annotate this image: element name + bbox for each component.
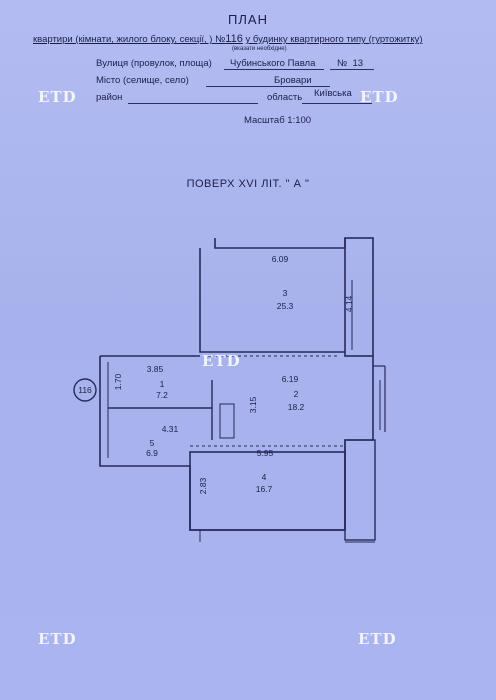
dim-room4-side: 2.83 bbox=[198, 477, 208, 494]
watermark-stamp: ETD bbox=[360, 88, 399, 106]
room4-num: 4 bbox=[262, 472, 267, 482]
wall-right-upper bbox=[344, 237, 374, 357]
apartment-line: квартири (кімнати, жилого блоку, секції,… bbox=[33, 33, 423, 45]
house-label: № bbox=[337, 58, 348, 69]
dim-left-side: 1.70 bbox=[113, 373, 123, 390]
room2-area: 18.2 bbox=[288, 402, 305, 412]
wall-room3 bbox=[199, 248, 345, 353]
dim-top: 6.09 bbox=[272, 254, 289, 264]
watermark-stamp: ETD bbox=[38, 630, 77, 648]
district-underline bbox=[128, 103, 258, 104]
room1-area: 7.2 bbox=[156, 390, 168, 400]
shaft bbox=[219, 403, 235, 439]
city-underline bbox=[206, 86, 330, 87]
region-underline bbox=[302, 103, 372, 104]
apartment-number: 116 bbox=[225, 33, 243, 45]
house-underline bbox=[330, 69, 374, 70]
wall-outer-left bbox=[99, 356, 345, 531]
dim-bottom-left: 4.31 bbox=[162, 424, 179, 434]
room5-num: 5 bbox=[150, 438, 155, 448]
dim-room4-top: 5.95 bbox=[257, 448, 274, 458]
document-title: ПЛАН bbox=[228, 12, 268, 27]
apartment-marker: 116 bbox=[78, 385, 92, 395]
watermark-stamp: ETD bbox=[38, 88, 77, 106]
region-value: Київська bbox=[314, 88, 352, 99]
watermark-stamp: ETD bbox=[358, 630, 397, 648]
street-label: Вулиця (провулок, площа) bbox=[96, 58, 212, 69]
house-value: 13 bbox=[352, 58, 364, 69]
floor-title: ПОВЕРХ XVI ЛІТ. " А " bbox=[186, 178, 310, 190]
line1-suffix: у будинку квартирного типу (гуртожитку) bbox=[245, 34, 423, 45]
dim-room1-top: 3.85 bbox=[147, 364, 164, 374]
line1-prefix: квартири (кімнати, жилого блоку, секції,… bbox=[33, 34, 226, 45]
dim-vertical: 3.15 bbox=[248, 396, 258, 413]
side-annex bbox=[344, 439, 376, 541]
region-label: область bbox=[267, 92, 303, 103]
house-number: № 13 bbox=[337, 58, 363, 69]
room1-num: 1 bbox=[160, 379, 165, 389]
scale-text: Масштаб 1:100 bbox=[244, 115, 312, 126]
wall-top bbox=[214, 238, 346, 249]
room3-area: 25.3 bbox=[277, 301, 294, 311]
dim-mid: 6.19 bbox=[282, 374, 299, 384]
city-value: Бровари bbox=[274, 75, 312, 86]
room4-area: 16.7 bbox=[256, 484, 273, 494]
note-text: (вказати необхідне) bbox=[232, 46, 287, 52]
dim-right-top: 4.14 bbox=[344, 295, 354, 312]
room5-area: 6.9 bbox=[146, 448, 158, 458]
street-underline bbox=[224, 69, 324, 70]
apartment-marker-circle bbox=[73, 378, 97, 402]
district-label: район bbox=[96, 92, 123, 103]
room2-num: 2 bbox=[294, 389, 299, 399]
street-value: Чубинського Павла bbox=[230, 58, 316, 69]
room3-num: 3 bbox=[283, 288, 288, 298]
watermark-stamp: ETD bbox=[202, 352, 241, 370]
wall-right-mid bbox=[344, 356, 374, 530]
city-label: Місто (селище, село) bbox=[96, 75, 189, 86]
